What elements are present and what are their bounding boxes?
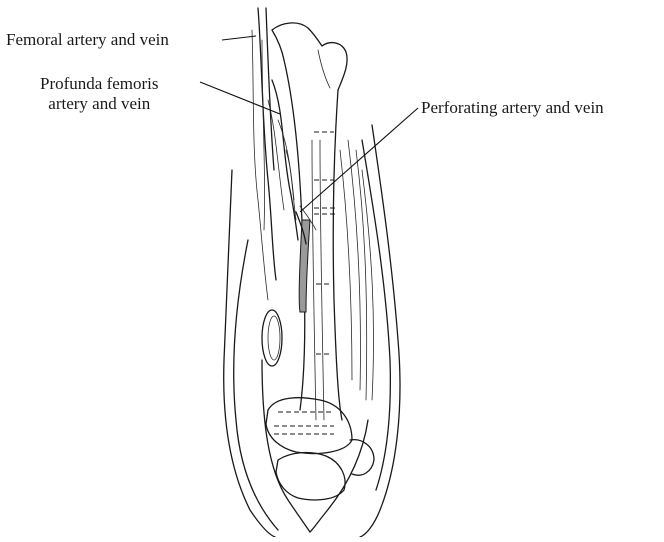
label-perforating-artery-and-vein: Perforating artery and vein — [421, 98, 604, 118]
tibia-plateau — [276, 453, 345, 500]
femoral-vessel-3 — [252, 30, 268, 300]
label-profunda-line2: artery and vein — [40, 94, 159, 114]
profunda-branch-4 — [286, 150, 296, 220]
leader-perforating — [300, 108, 418, 212]
label-profunda-line1: Profunda femoris — [40, 74, 159, 94]
leader-femoral — [222, 36, 256, 40]
muscle-fiber-4 — [362, 170, 374, 400]
rod-1 — [312, 140, 316, 420]
shaded-vessel — [299, 220, 310, 312]
femur-neck — [272, 30, 284, 60]
label-profunda-femoris: Profunda femoris artery and vein — [40, 74, 159, 114]
leader-profunda — [200, 82, 280, 114]
femur-shaft-right — [333, 90, 342, 420]
femur-trochanter — [318, 50, 330, 88]
label-femoral-artery-and-vein: Femoral artery and vein — [6, 30, 169, 50]
patella — [262, 310, 282, 366]
muscle-fiber-3 — [356, 150, 367, 400]
muscle-fiber-2 — [348, 140, 361, 390]
profunda-branch-1 — [272, 80, 298, 240]
patella-inner — [268, 316, 280, 360]
muscle-fiber-1 — [340, 150, 352, 380]
rod-2 — [320, 140, 324, 420]
incision-edge-right — [310, 420, 368, 532]
